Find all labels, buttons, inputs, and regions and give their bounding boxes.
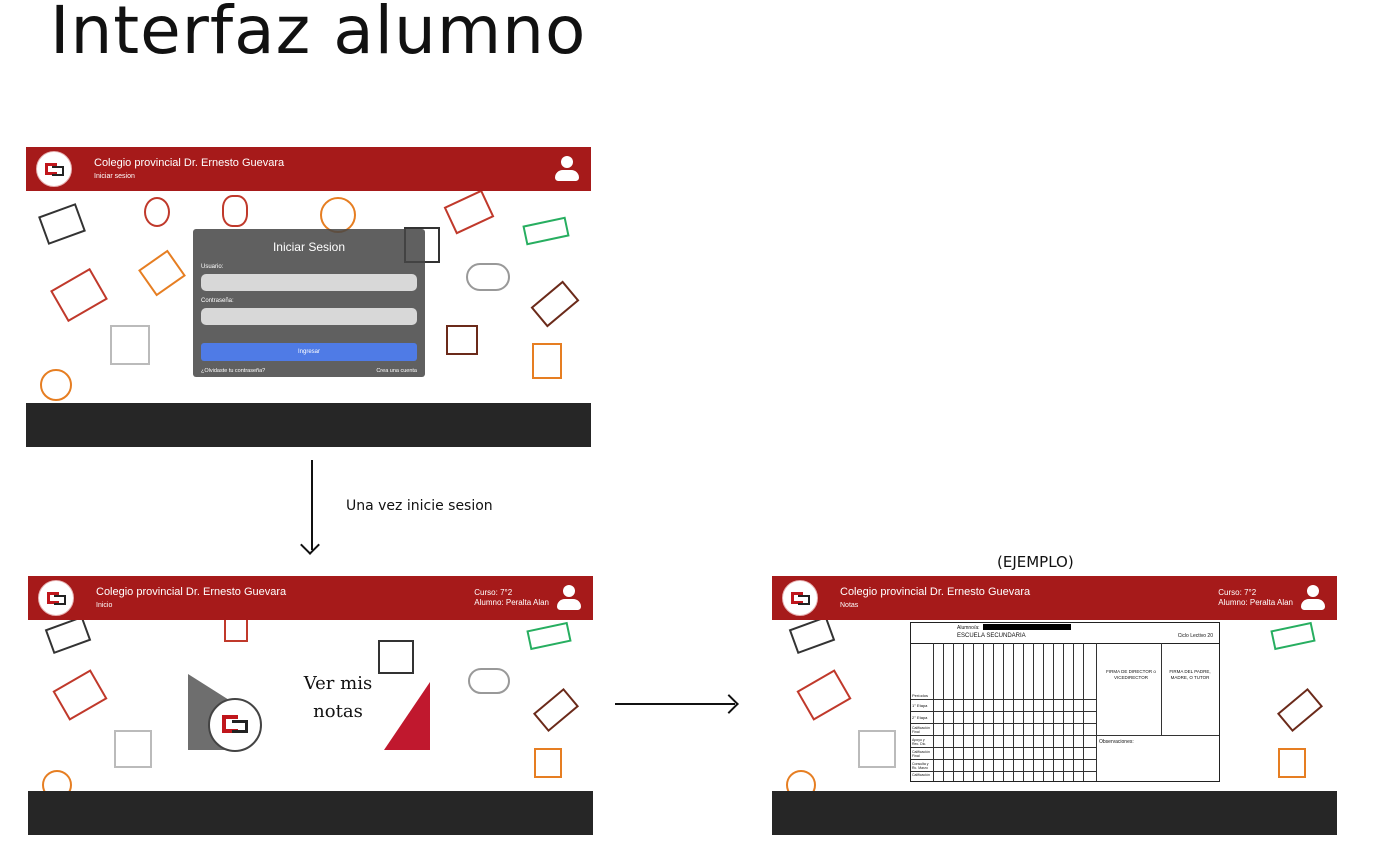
user-input[interactable]	[201, 274, 417, 291]
forgot-password-link[interactable]: ¿Olvidaste tu contraseña?	[201, 368, 266, 374]
card-label: Ver mis notas	[298, 670, 378, 726]
tools-window-icon	[446, 325, 478, 355]
user-icon[interactable]	[557, 585, 581, 611]
cloud-icon	[466, 263, 510, 291]
redacted-name	[983, 624, 1071, 630]
arrow-down-head-icon	[300, 535, 320, 555]
app-header: Colegio provincial Dr. Ernesto Guevara I…	[28, 576, 593, 620]
password-label: Contraseña:	[201, 298, 234, 304]
code-window-icon	[443, 189, 495, 235]
ver-mis-notas-card[interactable]: Ver mis notas	[188, 673, 438, 784]
user-icon[interactable]	[1301, 585, 1325, 611]
monitor-icon	[38, 203, 86, 245]
arrow-right-head-icon	[719, 694, 739, 714]
keyboard-icon	[530, 280, 580, 328]
page-subtitle: Notas	[840, 602, 859, 609]
grades-screen: Colegio provincial Dr. Ernesto Guevara N…	[772, 576, 1337, 835]
globe-icon	[320, 197, 356, 233]
period-row: Consulta y Rc. Marzo	[912, 762, 929, 770]
network-icon	[534, 748, 562, 778]
card-red-triangle	[384, 682, 430, 750]
school-name: Colegio provincial Dr. Ernesto Guevara	[840, 586, 1031, 598]
monitor-icon	[44, 615, 92, 655]
keyboard-icon	[532, 687, 580, 733]
student-info: Curso: 7°2 Alumno: Peralta Alan	[1218, 588, 1293, 608]
home-screen: Colegio provincial Dr. Ernesto Guevara I…	[28, 576, 593, 835]
user-icon[interactable]	[555, 156, 579, 182]
period-row: 2° Etapa	[912, 715, 928, 720]
page-subtitle: Iniciar sesion	[94, 173, 135, 180]
card-logo-circle	[208, 698, 262, 752]
keyboard-icon	[1276, 687, 1324, 733]
card-label-line1: Ver mis	[303, 673, 373, 694]
flow-note: Una vez inicie sesion	[346, 498, 493, 514]
page-title: Interfaz alumno	[50, 0, 587, 69]
period-row: Calificación Final	[912, 750, 930, 758]
ram-icon	[526, 621, 572, 651]
monitor-icon	[788, 615, 836, 655]
app-header: Colegio provincial Dr. Ernesto Guevara N…	[772, 576, 1337, 620]
code-monitor-icon	[796, 669, 852, 721]
app-footer	[772, 791, 1337, 835]
network-icon	[532, 343, 562, 379]
school-name: Colegio provincial Dr. Ernesto Guevara	[94, 157, 285, 169]
report-card: Alumno/a: ESCUELA SECUNDARIA Ciclo Lecti…	[910, 622, 1220, 782]
background-pattern	[26, 189, 591, 403]
bug-icon	[144, 197, 170, 227]
app-footer	[28, 791, 593, 835]
grades-grid: Períodos 1° Etapa 2° Etapa Calificación …	[911, 643, 1097, 781]
period-row: Calificación Final	[912, 726, 930, 734]
chip-icon	[114, 730, 152, 768]
observations-label: Observaciones:	[1099, 739, 1134, 745]
period-row: Calificación	[912, 773, 930, 777]
cycle-label: Ciclo Lectivo 20	[1177, 633, 1213, 639]
network-icon	[1278, 748, 1306, 778]
school-name: Colegio provincial Dr. Ernesto Guevara	[96, 586, 287, 598]
globe-icon-2	[40, 369, 72, 401]
circuit-board-icon	[378, 640, 414, 674]
login-screen: Colegio provincial Dr. Ernesto Guevara I…	[26, 147, 591, 447]
school-logo	[38, 580, 74, 616]
login-title: Iniciar Sesion	[272, 240, 346, 254]
chip-icon	[858, 730, 896, 768]
student-info: Curso: 7°2 Alumno: Peralta Alan	[474, 588, 549, 608]
code-monitor-icon	[52, 669, 108, 721]
school-type: ESCUELA SECUNDARIA	[957, 633, 1026, 639]
login-button[interactable]: Ingresar	[201, 343, 417, 361]
page-subtitle: Inicio	[96, 602, 113, 609]
period-row: Apoyo y Rec. Dic.	[912, 738, 927, 746]
app-footer	[26, 403, 591, 447]
course-label: Curso: 7°2	[1218, 588, 1257, 597]
cloud-icon	[468, 668, 510, 694]
example-caption: (EJEMPLO)	[997, 553, 1074, 571]
course-label: Curso: 7°2	[474, 588, 513, 597]
code-monitor-icon	[50, 267, 108, 323]
student-name: Alumno: Peralta Alan	[1218, 598, 1293, 607]
create-account-link[interactable]: Crea una cuenta	[376, 368, 417, 374]
director-signature-label: FIRMA DE DIRECTOR o VICEDIRECTOR	[1106, 669, 1156, 680]
ram-icon	[522, 216, 570, 246]
school-logo	[782, 580, 818, 616]
card-label-line2: notas	[313, 701, 363, 722]
parent-signature-label: FIRMA DEL PADRE, MADRE, O TUTOR	[1169, 669, 1211, 680]
report-header: Alumno/a: ESCUELA SECUNDARIA Ciclo Lecti…	[911, 623, 1219, 644]
chip-icon	[110, 325, 150, 365]
flow-arrow-right	[615, 703, 735, 705]
login-panel: Iniciar Sesion Usuario: Contraseña: Ingr…	[193, 229, 425, 377]
alumno-label: Alumno/a:	[957, 625, 980, 631]
flow-arrow-down	[311, 460, 313, 550]
password-input[interactable]	[201, 308, 417, 325]
period-header: Períodos	[912, 693, 929, 698]
app-header: Colegio provincial Dr. Ernesto Guevara I…	[26, 147, 591, 191]
period-row: 1° Etapa	[912, 703, 928, 708]
database-icon	[222, 195, 248, 227]
ram-icon	[1270, 621, 1316, 651]
student-name: Alumno: Peralta Alan	[474, 598, 549, 607]
school-logo	[36, 151, 72, 187]
folder-icon	[138, 249, 186, 297]
user-label: Usuario:	[201, 264, 224, 270]
